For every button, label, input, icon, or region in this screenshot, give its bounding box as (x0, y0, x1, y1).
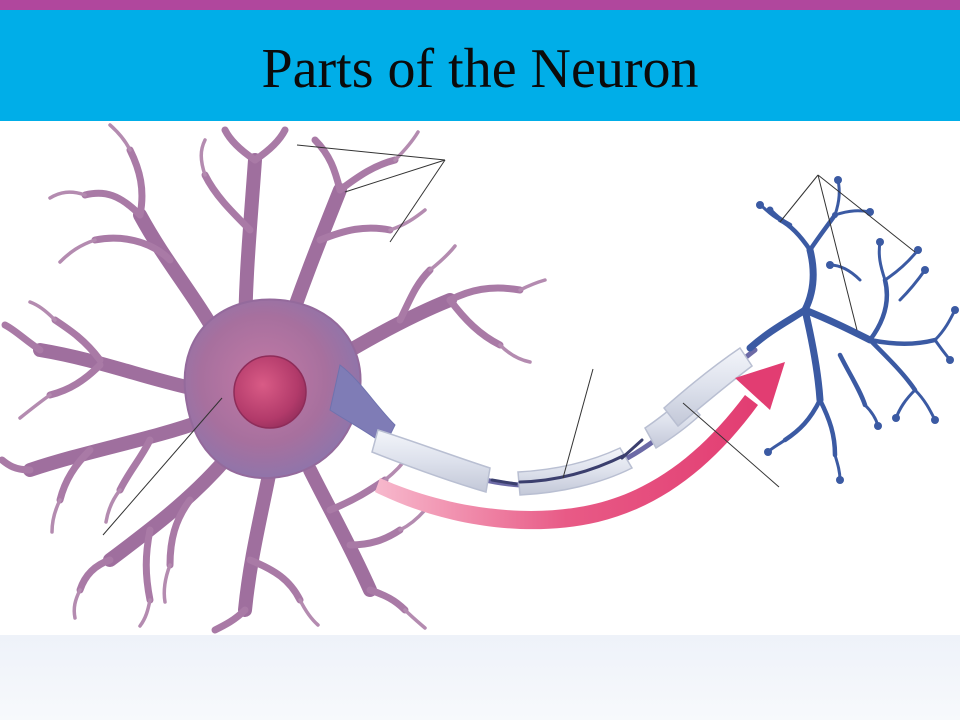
footer-band (0, 635, 960, 720)
leader-line-dendrites-2 (344, 159, 446, 193)
leader-line-terminals-2 (817, 174, 858, 331)
leader-line-nucleus (102, 397, 223, 536)
leader-line-terminals-1 (779, 174, 819, 223)
slide-title: Parts of the Neuron (261, 37, 699, 100)
nucleus (233, 355, 307, 429)
axon-terminals (746, 176, 959, 484)
leader-line-dendrites-3 (389, 159, 446, 243)
top-accent-stripe (0, 0, 960, 10)
impulse-direction-arrow (375, 362, 785, 530)
title-band: Parts of the Neuron (0, 10, 960, 121)
neuron-diagram (0, 123, 959, 634)
leader-line-axon (682, 402, 780, 488)
nodes-of-ranvier (490, 438, 644, 486)
leader-line-myelin (562, 368, 594, 479)
myelin-sheath (371, 346, 754, 496)
leader-lines (102, 144, 916, 536)
leader-line-dendrites-1 (296, 144, 446, 161)
leader-line-terminals-3 (817, 174, 916, 253)
